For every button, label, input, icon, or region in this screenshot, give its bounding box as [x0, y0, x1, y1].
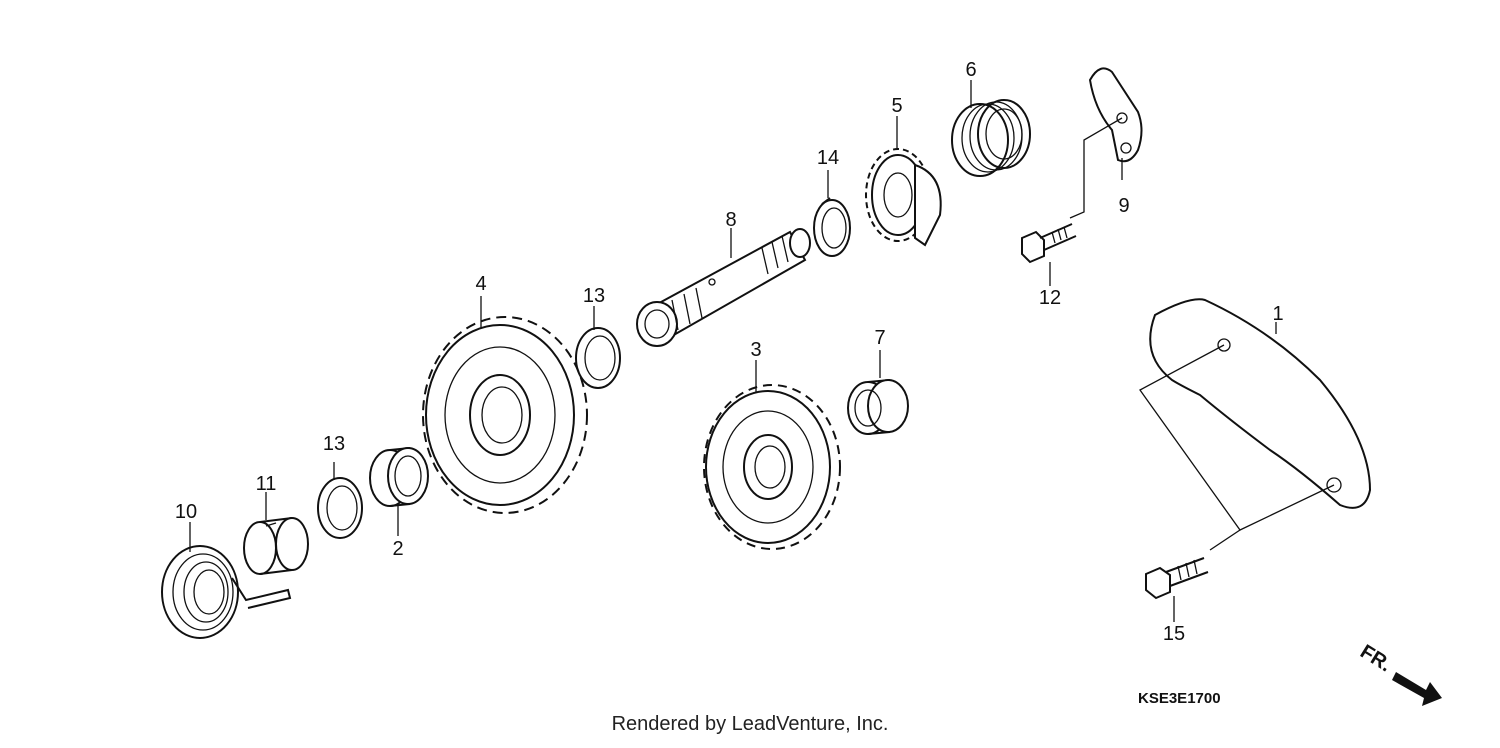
- part-13-washer-lower: [317, 477, 363, 539]
- part-7-collar: [847, 379, 909, 435]
- callout-8: 8: [725, 209, 736, 231]
- part-5-ratchet: [865, 148, 942, 247]
- callout-labels: 10 11 13 2 4 13 8 3 7 14 5 6 9 12 1 15: [175, 59, 1284, 645]
- front-arrow-icon: [1392, 672, 1442, 706]
- callout-6: 6: [965, 59, 976, 81]
- callout-9: 9: [1118, 195, 1129, 217]
- callout-13-upper: 13: [583, 285, 605, 307]
- part-11-collar: [243, 517, 309, 575]
- part-1-cover: [1139, 298, 1372, 551]
- part-14-snap-ring: [813, 197, 851, 257]
- callout-leaders: [189, 80, 1277, 622]
- render-credit: Rendered by LeadVenture, Inc.: [612, 713, 889, 735]
- drawing-code: KSE3E1700: [1138, 690, 1221, 707]
- callout-4: 4: [475, 273, 486, 295]
- front-direction-indicator: FR.: [1356, 641, 1442, 706]
- callout-12: 12: [1039, 287, 1061, 309]
- callout-13-lower: 13: [323, 433, 345, 455]
- direction-label: FR.: [1356, 641, 1395, 677]
- part-8-kick-shaft: [636, 228, 811, 347]
- part-2-bushing: [369, 447, 429, 507]
- part-6-spring: [951, 99, 1031, 177]
- part-3-gear: [703, 384, 841, 550]
- callout-5: 5: [891, 95, 902, 117]
- callout-14: 14: [817, 147, 839, 169]
- callout-2: 2: [392, 538, 403, 560]
- part-4-kick-gear: [422, 316, 588, 514]
- part-15-bolt: [1145, 557, 1209, 600]
- callout-11: 11: [256, 473, 277, 495]
- part-10-kick-spring: [161, 545, 292, 639]
- callout-1: 1: [1272, 303, 1283, 325]
- part-12-bolt: [1021, 223, 1077, 264]
- part-13-washer-upper: [575, 327, 621, 389]
- callout-3: 3: [750, 339, 761, 361]
- callout-15: 15: [1163, 623, 1185, 645]
- callout-10: 10: [175, 501, 197, 523]
- callout-7: 7: [874, 327, 885, 349]
- part-9-plate: [1069, 67, 1143, 219]
